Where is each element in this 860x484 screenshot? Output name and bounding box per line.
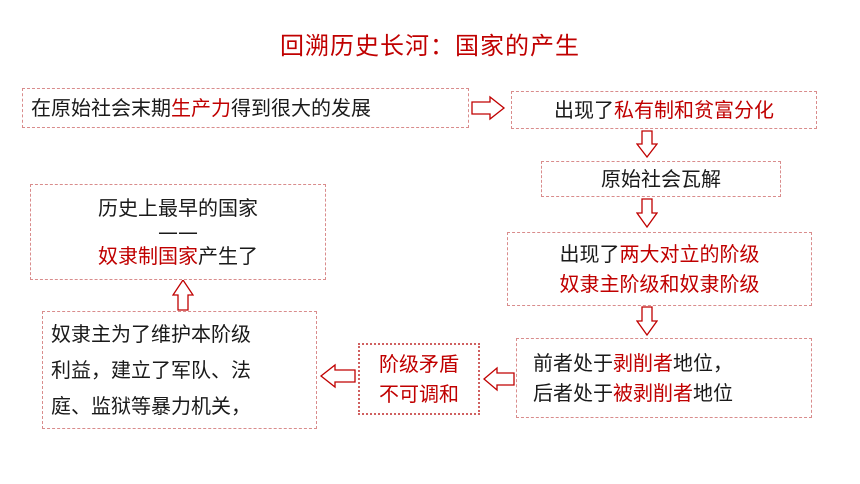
arrow-down-icon <box>636 306 658 336</box>
box-exploitation-l2-highlight: 被剥削者 <box>613 381 693 405</box>
box-irreconcilable-line2: 不可调和 <box>379 382 459 406</box>
box-exploitation-l2-post: 地位 <box>693 381 733 405</box>
box-primitive-collapse: 原始社会瓦解 <box>541 161 781 197</box>
box-exploitation-l1-pre: 前者处于 <box>533 351 613 375</box>
box-productivity: 在原始社会末期生产力得到很大的发展 <box>22 88 469 128</box>
page-title: 回溯历史长河：国家的产生 <box>280 32 580 60</box>
box-exploitation-l2-pre: 后者处于 <box>533 381 613 405</box>
box-primitive-collapse-text: 原始社会瓦解 <box>601 167 721 191</box>
box-two-classes-pre: 出现了 <box>559 242 620 266</box>
box-irreconcilable: 阶级矛盾 不可调和 <box>358 343 480 415</box>
box-productivity-highlight: 生产力 <box>171 96 231 120</box>
box-productivity-pre: 在原始社会末期 <box>31 96 171 120</box>
box-private-ownership: 出现了私有制和贫富分化 <box>511 91 817 129</box>
box-productivity-post: 得到很大的发展 <box>231 96 371 120</box>
box-exploitation-l1-post: 地位， <box>673 351 733 375</box>
arrow-left-icon <box>319 363 356 389</box>
arrow-left-icon <box>482 366 515 392</box>
arrow-up-icon <box>172 279 194 311</box>
box-earliest-state-line1: 历史上最早的国家 <box>98 196 258 220</box>
arrow-right-icon <box>471 95 506 121</box>
box-two-classes-highlight: 两大对立的阶级 <box>619 242 760 266</box>
box-violence-organs-line1: 奴隶主为了维护本阶级 <box>51 322 251 346</box>
box-exploitation: 前者处于剥削者地位， 后者处于被剥削者地位 <box>516 338 812 418</box>
box-violence-organs-line3: 庭、监狱等暴力机关， <box>51 394 251 418</box>
box-two-classes: 出现了两大对立的阶级 奴隶主阶级和奴隶阶级 <box>507 232 812 306</box>
box-private-ownership-highlight: 私有制和贫富分化 <box>614 98 774 122</box>
box-private-ownership-pre: 出现了 <box>554 98 614 122</box>
arrow-down-icon <box>636 130 658 158</box>
box-two-classes-line2: 奴隶主阶级和奴隶阶级 <box>559 272 760 296</box>
arrow-down-icon <box>636 198 658 228</box>
box-exploitation-l1-highlight: 剥削者 <box>613 351 673 375</box>
box-violence-organs-line2: 利益，建立了军队、法 <box>51 358 251 382</box>
box-earliest-state-dash: —— <box>158 220 198 244</box>
box-earliest-state-highlight: 奴隶制国家 <box>98 244 198 268</box>
box-earliest-state: 历史上最早的国家 —— 奴隶制国家产生了 <box>30 184 326 280</box>
box-violence-organs: 奴隶主为了维护本阶级 利益，建立了军队、法 庭、监狱等暴力机关， <box>42 311 317 429</box>
box-irreconcilable-line1: 阶级矛盾 <box>379 352 459 376</box>
box-earliest-state-post: 产生了 <box>198 244 258 268</box>
